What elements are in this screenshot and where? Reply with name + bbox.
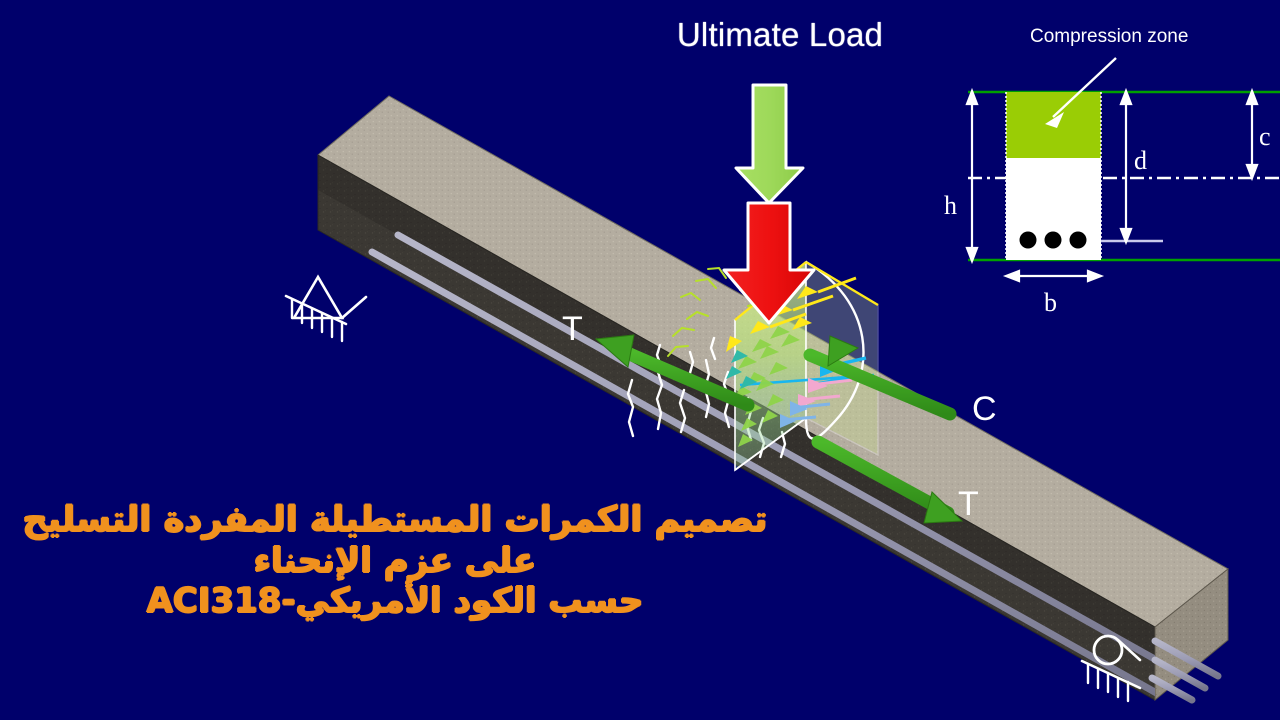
dimension-c [1245,87,1259,182]
rebar-bar-1 [394,231,1155,680]
compression-zone-label: Compression zone [1030,26,1189,47]
tension-label-bottom: T [958,485,979,523]
internal-force-arrows [594,334,964,524]
dimension-h [965,87,979,265]
tension-label-left: T [562,310,583,348]
compression-label: C [972,390,997,428]
rebar-dot [1069,231,1087,249]
arabic-caption-block: تصميم الكمرات المستطيلة المفردة التسليح … [0,500,790,622]
roller-support [1080,634,1142,703]
cut-section-stress-block [667,260,879,472]
dimension-label-c: c [1259,122,1271,151]
rebar-bar-2 [368,248,1155,699]
stress-arrows-teal [726,350,757,389]
rebar-dot [1019,231,1037,249]
ultimate-load-arrow-red [722,201,816,325]
cross-section-diagram [965,57,1280,283]
stress-envelope-curve [804,260,865,440]
arabic-caption-line-1: تصميم الكمرات المستطيلة المفردة التسليح [22,500,768,540]
dimension-label-h: h [944,191,957,220]
section-rebar-dots [1019,231,1087,249]
pinned-support [284,274,368,343]
dimension-label-d: d [1134,146,1147,175]
compression-zone-pointer [1045,57,1117,128]
load-arrow-group [722,83,816,325]
arabic-caption-line-2: على عزم الإنحناء [253,541,537,582]
stress-arrows-yellow [726,276,857,352]
rebar-dot [1044,231,1062,249]
dimension-d [1119,87,1133,246]
page-title-ultimate-load: Ultimate Load [676,16,884,53]
arabic-caption-line-3: حسب الكود الأمريكي-ACI318 [146,581,644,622]
tension-force-arrow-left [594,334,755,412]
compression-force-arrow [803,335,957,421]
stress-arrows-lightblue [780,401,831,428]
ultimate-load-arrow-green [734,83,805,205]
dimension-label-b: b [1044,288,1057,317]
stress-arrows-pink [798,378,853,408]
tension-force-arrow-bottom [811,435,964,524]
dimension-b [1002,269,1105,283]
